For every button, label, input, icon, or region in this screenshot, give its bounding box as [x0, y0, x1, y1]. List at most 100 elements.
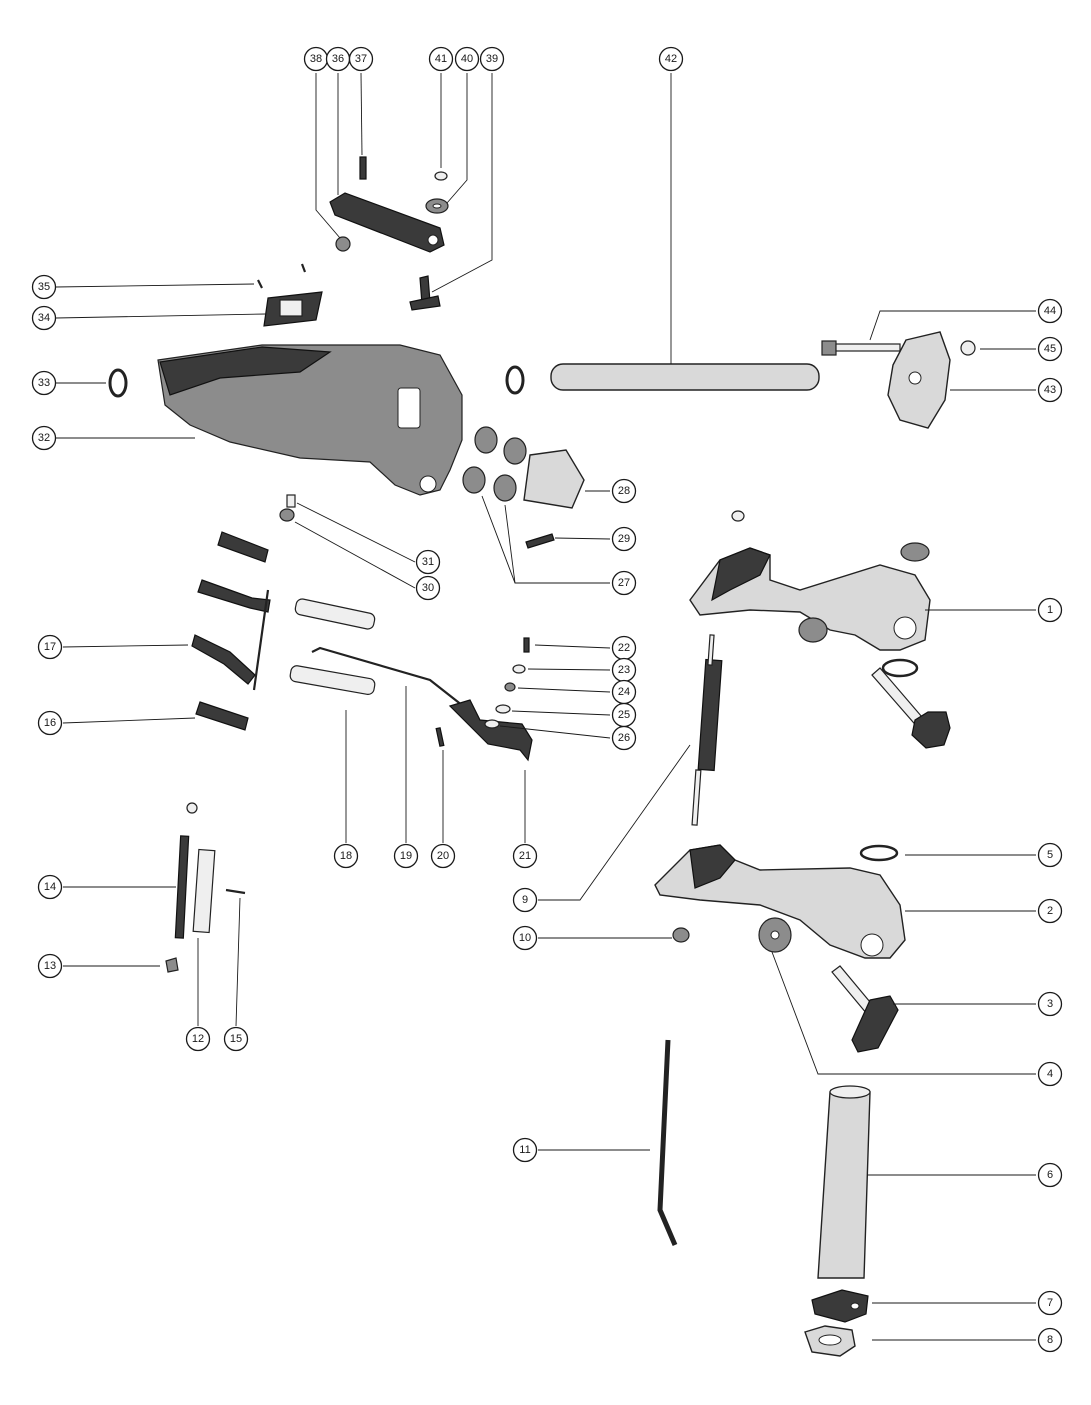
callout-38: 38 — [303, 46, 329, 72]
svg-text:12: 12 — [192, 1033, 204, 1045]
svg-text:21: 21 — [519, 850, 531, 862]
svg-text:18: 18 — [340, 850, 352, 862]
callout-6: 6 — [1037, 1162, 1063, 1188]
svg-text:19: 19 — [400, 850, 412, 862]
svg-text:25: 25 — [618, 709, 630, 721]
callout-26: 26 — [611, 725, 637, 751]
clamp-bracket-2-shading — [689, 844, 736, 889]
callout-18: 18 — [333, 843, 359, 869]
callout-12: 12 — [185, 1026, 211, 1052]
callout-10: 10 — [512, 925, 538, 951]
callout-16: 16 — [37, 710, 63, 736]
svg-text:28: 28 — [618, 485, 630, 497]
nut-8-hole — [818, 1334, 842, 1346]
leader-lines — [55, 72, 1036, 1341]
callout-20: 20 — [430, 843, 456, 869]
nut-bracket-1 — [900, 542, 930, 562]
callout-28: 28 — [611, 478, 637, 504]
screw-rod-9 — [697, 658, 723, 772]
plate-34-window — [279, 299, 303, 317]
callouts: 1 2 3 4 5 6 7 8 9 10 11 12 13 14 15 16 1… — [31, 46, 1063, 1353]
callout-36: 36 — [325, 46, 351, 72]
callout-42: 42 — [658, 46, 684, 72]
callout-40: 40 — [454, 46, 480, 72]
washer-bracket-1 — [798, 617, 828, 643]
callout-32: 32 — [31, 425, 57, 451]
svg-text:37: 37 — [355, 53, 367, 65]
svg-text:14: 14 — [44, 881, 56, 893]
callout-30: 30 — [415, 575, 441, 601]
callout-4: 4 — [1037, 1061, 1063, 1087]
svg-text:34: 34 — [38, 312, 50, 324]
svg-text:10: 10 — [519, 932, 531, 944]
cap-12 — [186, 802, 198, 814]
callout-1: 1 — [1037, 597, 1063, 623]
nut-38 — [335, 236, 351, 252]
svg-text:6: 6 — [1047, 1169, 1053, 1181]
screw-37 — [359, 156, 367, 180]
housing-bore — [419, 475, 437, 493]
svg-text:13: 13 — [44, 960, 56, 972]
svg-text:38: 38 — [310, 53, 322, 65]
callout-2: 2 — [1037, 898, 1063, 924]
pin-14 — [174, 835, 190, 939]
clamp-bracket-1-hole — [893, 616, 917, 640]
svg-text:20: 20 — [437, 850, 449, 862]
svg-text:1: 1 — [1047, 604, 1053, 616]
svg-text:16: 16 — [44, 717, 56, 729]
fitting-31 — [286, 494, 296, 508]
svg-text:40: 40 — [461, 53, 473, 65]
callout-7: 7 — [1037, 1290, 1063, 1316]
svg-text:32: 32 — [38, 432, 50, 444]
clamp-screw-upper-handle — [911, 711, 951, 749]
nut-41 — [434, 171, 448, 181]
bushing-27d — [493, 474, 517, 502]
clamp-bracket-2-hole — [860, 933, 884, 957]
callout-41: 41 — [428, 46, 454, 72]
svg-text:15: 15 — [230, 1033, 242, 1045]
clip-7-hole — [850, 1302, 860, 1310]
tube-6-end — [829, 1085, 871, 1099]
svg-text:22: 22 — [618, 642, 630, 654]
svg-text:33: 33 — [38, 377, 50, 389]
svg-text:43: 43 — [1044, 384, 1056, 396]
link-17a — [197, 579, 271, 613]
clamp-screw-3-handle — [851, 995, 899, 1053]
link-16 — [195, 701, 249, 731]
link-17b — [191, 634, 256, 685]
pin-12 — [192, 848, 216, 934]
svg-text:4: 4 — [1047, 1068, 1053, 1080]
svg-text:35: 35 — [38, 281, 50, 293]
callout-35: 35 — [31, 274, 57, 300]
nut-45 — [960, 340, 976, 356]
svg-text:45: 45 — [1044, 343, 1056, 355]
svg-text:23: 23 — [618, 664, 630, 676]
housing-top-shading — [159, 346, 332, 396]
clamp-bracket-1-shading — [711, 547, 771, 602]
bushing-27c — [462, 466, 486, 494]
pin-20 — [435, 727, 445, 747]
svg-text:27: 27 — [618, 577, 630, 589]
callout-17: 17 — [37, 634, 63, 660]
callout-15: 15 — [223, 1026, 249, 1052]
screw-35a — [257, 279, 263, 289]
nut-10 — [672, 927, 690, 943]
nut-24 — [504, 682, 516, 692]
clip-13 — [165, 957, 179, 973]
link-16-top — [217, 531, 269, 563]
callout-23: 23 — [611, 657, 637, 683]
callout-8: 8 — [1037, 1327, 1063, 1353]
callout-43: 43 — [1037, 377, 1063, 403]
screw-rod-9-tip — [707, 634, 715, 666]
washer-25 — [495, 704, 511, 714]
svg-text:29: 29 — [618, 533, 630, 545]
svg-text:31: 31 — [422, 556, 434, 568]
pad-4-hole — [770, 930, 780, 940]
nut-top — [731, 510, 745, 522]
housing-slot — [397, 387, 421, 429]
svg-text:8: 8 — [1047, 1334, 1053, 1346]
svg-text:7: 7 — [1047, 1297, 1053, 1309]
bolt-44-head — [821, 340, 837, 356]
svg-text:30: 30 — [422, 582, 434, 594]
